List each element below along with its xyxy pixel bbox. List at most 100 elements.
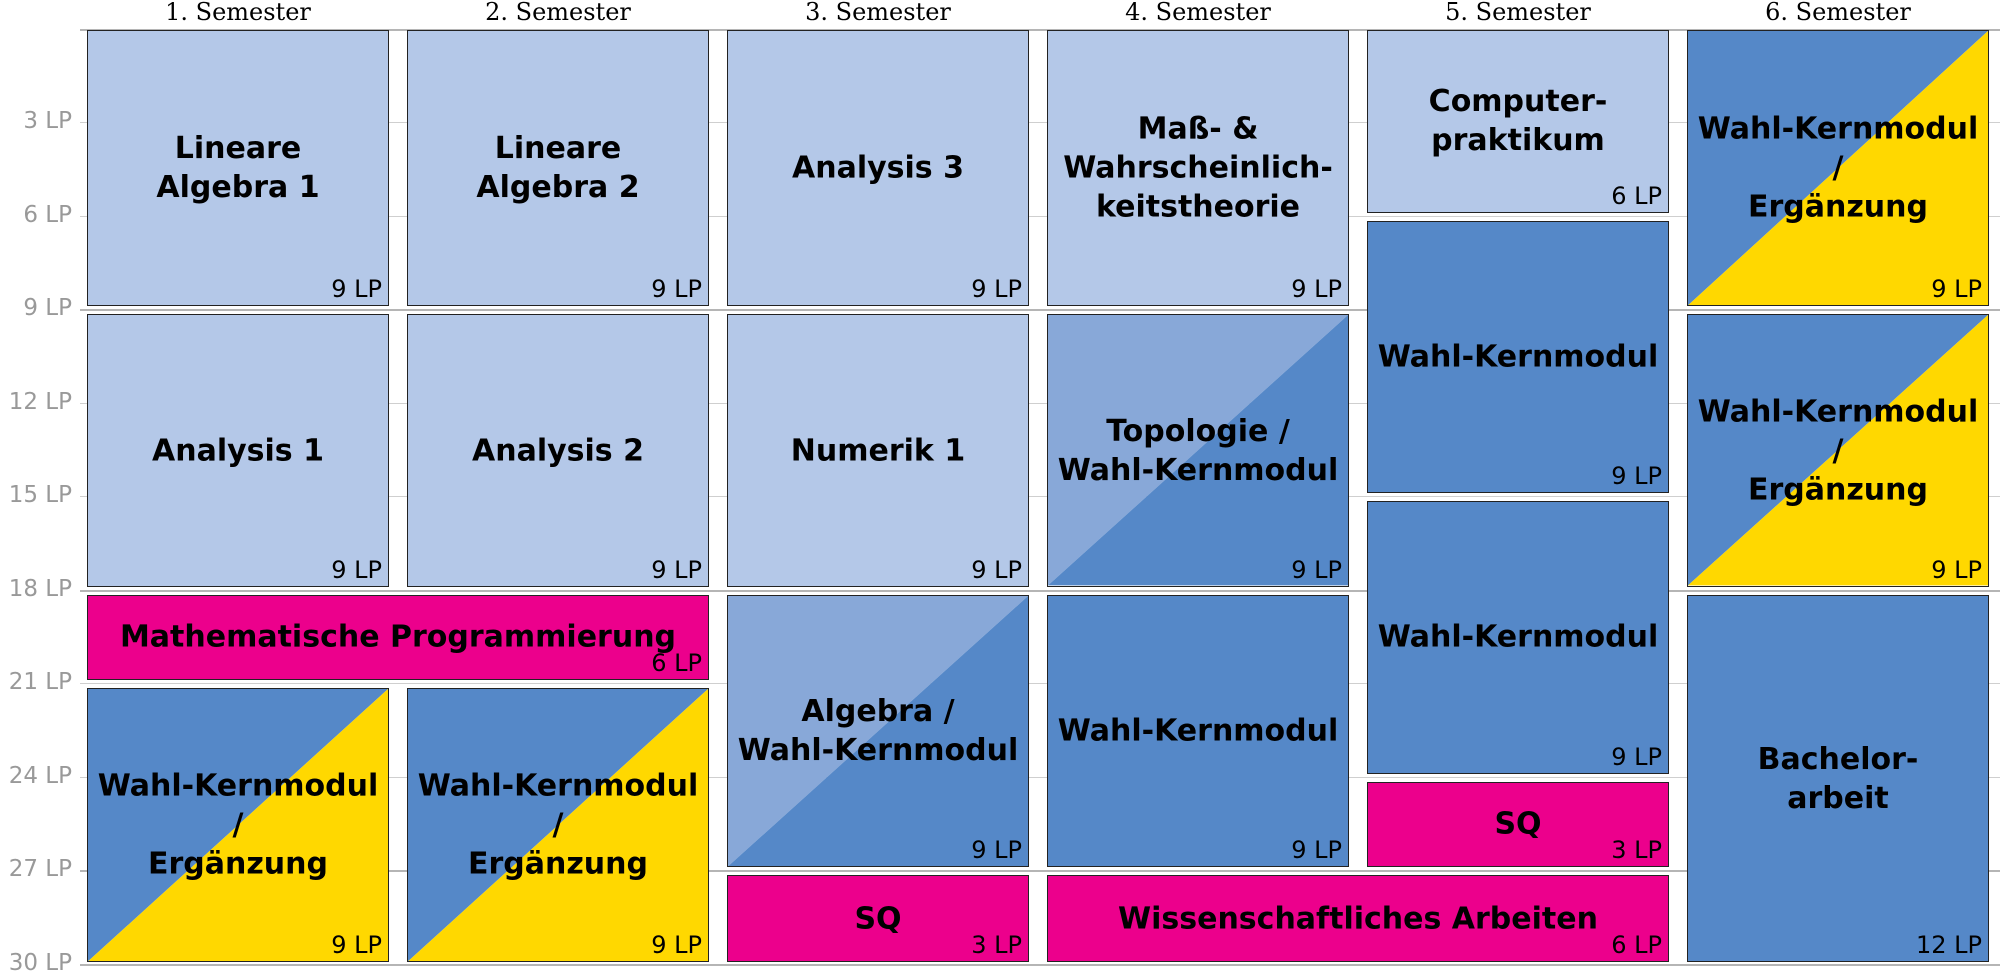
module-title-line: Analysis 3: [792, 150, 964, 186]
module-credits: 9 LP: [1291, 275, 1342, 304]
module-title-line: Lineare: [174, 131, 302, 167]
module-credits: 9 LP: [331, 275, 382, 304]
module-title-line: Bachelor-: [1757, 741, 1919, 777]
module-title: Analysis 3: [728, 149, 1028, 188]
tick-line: [80, 402, 2000, 404]
semester-header: 2. Semester: [485, 0, 631, 26]
module-credits: 9 LP: [971, 555, 1022, 584]
upper-triangle: [728, 595, 1028, 867]
module-credits: 3 LP: [1611, 836, 1662, 865]
module-title-line: Wahl-Kernmodul /: [97, 768, 379, 843]
tick-line: [80, 496, 2000, 498]
module-title: SQ: [1368, 805, 1668, 844]
module-title: Computer-praktikum: [1368, 82, 1668, 160]
tick-line: [80, 122, 2000, 124]
module-box[interactable]: SQ 3 LP: [1367, 781, 1669, 868]
split-background: [728, 595, 1028, 867]
module-box[interactable]: Analysis 1 9 LP: [87, 314, 389, 587]
upper-triangle: [1688, 31, 1988, 306]
module-box[interactable]: Maß- &Wahrscheinlich-keitstheorie 9 LP: [1047, 30, 1349, 307]
module-title: Bachelor-arbeit: [1688, 740, 1988, 818]
module-title: Wahl-Kernmodul: [1048, 711, 1348, 750]
grid-line: [80, 870, 2000, 873]
grid-line: [80, 589, 2000, 592]
module-credits: 6 LP: [651, 649, 702, 678]
module-title-line: Analysis 2: [472, 433, 644, 469]
lower-triangle: [728, 595, 1028, 867]
axis-label: 6 LP: [23, 201, 72, 228]
module-credits: 9 LP: [651, 275, 702, 304]
module-credits: 9 LP: [651, 931, 702, 960]
tick-line: [80, 683, 2000, 685]
module-title-line: Wahl-Kernmodul: [1057, 713, 1339, 749]
axis-label: 27 LP: [8, 856, 72, 883]
module-box[interactable]: Wahl-Kernmodul 9 LP: [1367, 501, 1669, 774]
lower-triangle: [1048, 315, 1348, 586]
tick-line: [80, 215, 2000, 217]
lower-triangle: [88, 689, 388, 962]
axis-label: 24 LP: [8, 762, 72, 789]
semester-header: 1. Semester: [165, 0, 311, 26]
module-box[interactable]: Computer-praktikum 6 LP: [1367, 30, 1669, 213]
module-title: SQ: [728, 899, 1028, 938]
module-credits: 9 LP: [331, 555, 382, 584]
module-credits: 9 LP: [1291, 836, 1342, 865]
module-title-line: Wissenschaftliches Arbeiten: [1118, 901, 1598, 937]
upper-triangle: [88, 689, 388, 962]
lower-triangle: [1688, 31, 1988, 306]
module-box[interactable]: Analysis 2 9 LP: [407, 314, 709, 587]
module-title-line: Algebra 1: [156, 170, 320, 206]
module-credits: 9 LP: [971, 836, 1022, 865]
module-title: Numerik 1: [728, 431, 1028, 470]
module-title: Wahl-Kernmodul /Ergänzung: [1688, 110, 1988, 227]
module-title: Wahl-Kernmodul: [1368, 618, 1668, 657]
split-background: [88, 689, 388, 962]
module-credits: 6 LP: [1611, 181, 1662, 210]
module-title-line: Wahrscheinlich-: [1063, 150, 1333, 186]
module-title-line: Wahl-Kernmodul: [1057, 452, 1339, 488]
module-box[interactable]: Wahl-Kernmodul 9 LP: [1047, 594, 1349, 868]
module-credits: 9 LP: [1611, 742, 1662, 771]
module-box[interactable]: Analysis 3 9 LP: [727, 30, 1029, 307]
module-title-line: Ergänzung: [467, 846, 648, 882]
module-credits: 9 LP: [651, 555, 702, 584]
grid-line: [80, 963, 2000, 966]
grid-line: [80, 309, 2000, 312]
module-title: Topologie /Wahl-Kernmodul: [1048, 412, 1348, 490]
semester-header: 5. Semester: [1445, 0, 1591, 26]
module-title-line: Algebra /: [801, 693, 955, 729]
semester-header: 4. Semester: [1125, 0, 1271, 26]
module-title: Maß- &Wahrscheinlich-keitstheorie: [1048, 110, 1348, 227]
module-title-line: Ergänzung: [1747, 472, 1928, 508]
axis-label: 12 LP: [8, 388, 72, 415]
module-title: Analysis 1: [88, 431, 388, 470]
module-title-line: Lineare: [494, 131, 622, 167]
module-title-line: SQ: [1494, 806, 1542, 842]
module-title-line: keitstheorie: [1095, 189, 1301, 225]
module-box[interactable]: Numerik 1 9 LP: [727, 314, 1029, 587]
module-credits: 9 LP: [971, 275, 1022, 304]
module-title: Mathematische Programmierung: [88, 618, 708, 657]
module-credits: 9 LP: [331, 931, 382, 960]
module-title-line: Algebra 2: [476, 170, 640, 206]
upper-triangle: [408, 689, 708, 962]
module-title-line: arbeit: [1787, 780, 1889, 816]
semester-header: 3. Semester: [805, 0, 951, 26]
module-title-line: Maß- &: [1137, 111, 1259, 147]
